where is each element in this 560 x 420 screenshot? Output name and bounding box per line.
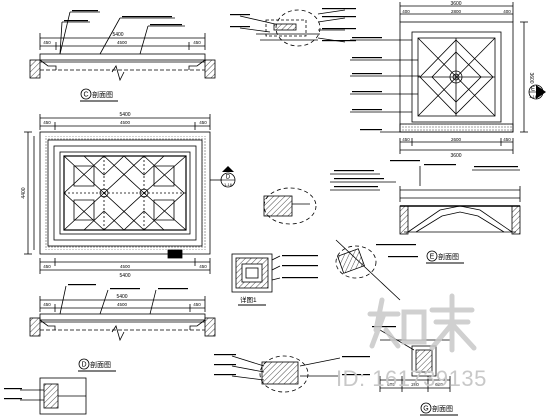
plan-tr-dim-bottom-part: 450: [503, 137, 511, 142]
section-g-dim: 200: [411, 382, 419, 387]
section-c-title: C 剖面图: [80, 88, 118, 102]
plan-main-dim-bottom-total: 5400: [119, 273, 130, 279]
plan-main-dim-bottom-part: 450: [43, 264, 51, 269]
plan-main-dim-top-total: 5400: [119, 112, 130, 118]
plan-tr-dim-top-part: 2800: [451, 9, 462, 14]
section-d-dim-part: 4500: [117, 302, 128, 307]
plan-main-lattice: [63, 155, 187, 231]
plan-tr-dim-bottom-total: 3600: [450, 153, 461, 159]
section-g-dim: 600: [387, 382, 395, 387]
section-d-view: [20, 285, 216, 415]
detail-1: [231, 253, 281, 293]
section-d-title: D 剖面图: [78, 358, 116, 372]
plan-tr-dim-top-part: 400: [402, 9, 410, 14]
plan-main-dim-top-part: 450: [199, 120, 207, 125]
section-d-dim-total: 5400: [116, 294, 127, 300]
section-c-view: [29, 11, 216, 82]
plan-tr-dim-bottom-part: 2600: [451, 137, 462, 142]
section-d-tag: D: [81, 362, 86, 369]
detail-1-notes: [282, 255, 318, 279]
section-c-title-text: 剖面图: [92, 90, 113, 99]
detail-top-center-notes: [230, 8, 356, 42]
section-d-notes: [4, 284, 188, 400]
plan-main-dim-bottom-part: 450: [199, 264, 207, 269]
section-g-dim: 600: [435, 382, 443, 387]
section-g-view: [231, 239, 451, 393]
section-c-dim-part: 450: [193, 40, 201, 45]
plan-tr-section-marker: E 1-16: [528, 84, 546, 100]
plan-main-marker-label: D: [226, 175, 231, 181]
section-e-tag: E: [430, 254, 435, 261]
section-d-dim-part: 450: [43, 302, 51, 307]
plan-tr-dim-top-part: 400: [503, 9, 511, 14]
section-e-title: E 剖面图: [426, 250, 464, 264]
section-e-notes: [334, 160, 518, 188]
section-g-title-text: 剖面图: [432, 404, 453, 413]
plan-tr-dim-right-total: 3600: [528, 72, 534, 83]
detail-1-title: 详图1: [238, 295, 266, 306]
watermark-id: ID: 161739135: [336, 366, 487, 391]
plan-main-dim-top-part: 450: [43, 120, 51, 125]
plan-tr-marker-sheet: 1-16: [529, 94, 538, 99]
section-d-dim-part: 450: [193, 302, 201, 307]
plan-main: [24, 114, 222, 274]
detail-top-center: [239, 9, 346, 47]
section-g-title: G 剖面图: [420, 402, 458, 416]
plan-tr-dim-bottom-part: 450: [402, 137, 410, 142]
plan-main-dim-bottom-part: 4500: [120, 264, 131, 269]
plan-main-dim-top-part: 4500: [120, 120, 131, 125]
section-c-dim-part: 450: [43, 40, 51, 45]
section-c-notes: [64, 10, 182, 26]
section-d-title-text: 剖面图: [90, 360, 111, 369]
plan-tr-marker-label: E: [531, 87, 535, 93]
plan-main-section-marker: D 1-16: [220, 166, 236, 188]
plan-top-right: [350, 2, 528, 154]
plan-tr-dim-top-total: 3600: [450, 1, 461, 7]
section-c-dim-part: 4500: [117, 40, 128, 45]
section-g-tag: G: [423, 406, 428, 413]
plan-top-right-notes: [352, 37, 382, 131]
plan-main-dim-left: 4400: [21, 187, 27, 198]
section-e-title-text: 剖面图: [438, 252, 459, 261]
watermark-logo: [367, 293, 477, 353]
section-e-view: [263, 166, 521, 235]
detail-1-title-text: 详图1: [240, 295, 257, 304]
section-c-tag: C: [83, 92, 88, 99]
section-g-notes: [214, 244, 418, 376]
section-c-dim-total: 5400: [112, 32, 123, 38]
plan-main-marker-sheet: 1-16: [224, 182, 233, 187]
